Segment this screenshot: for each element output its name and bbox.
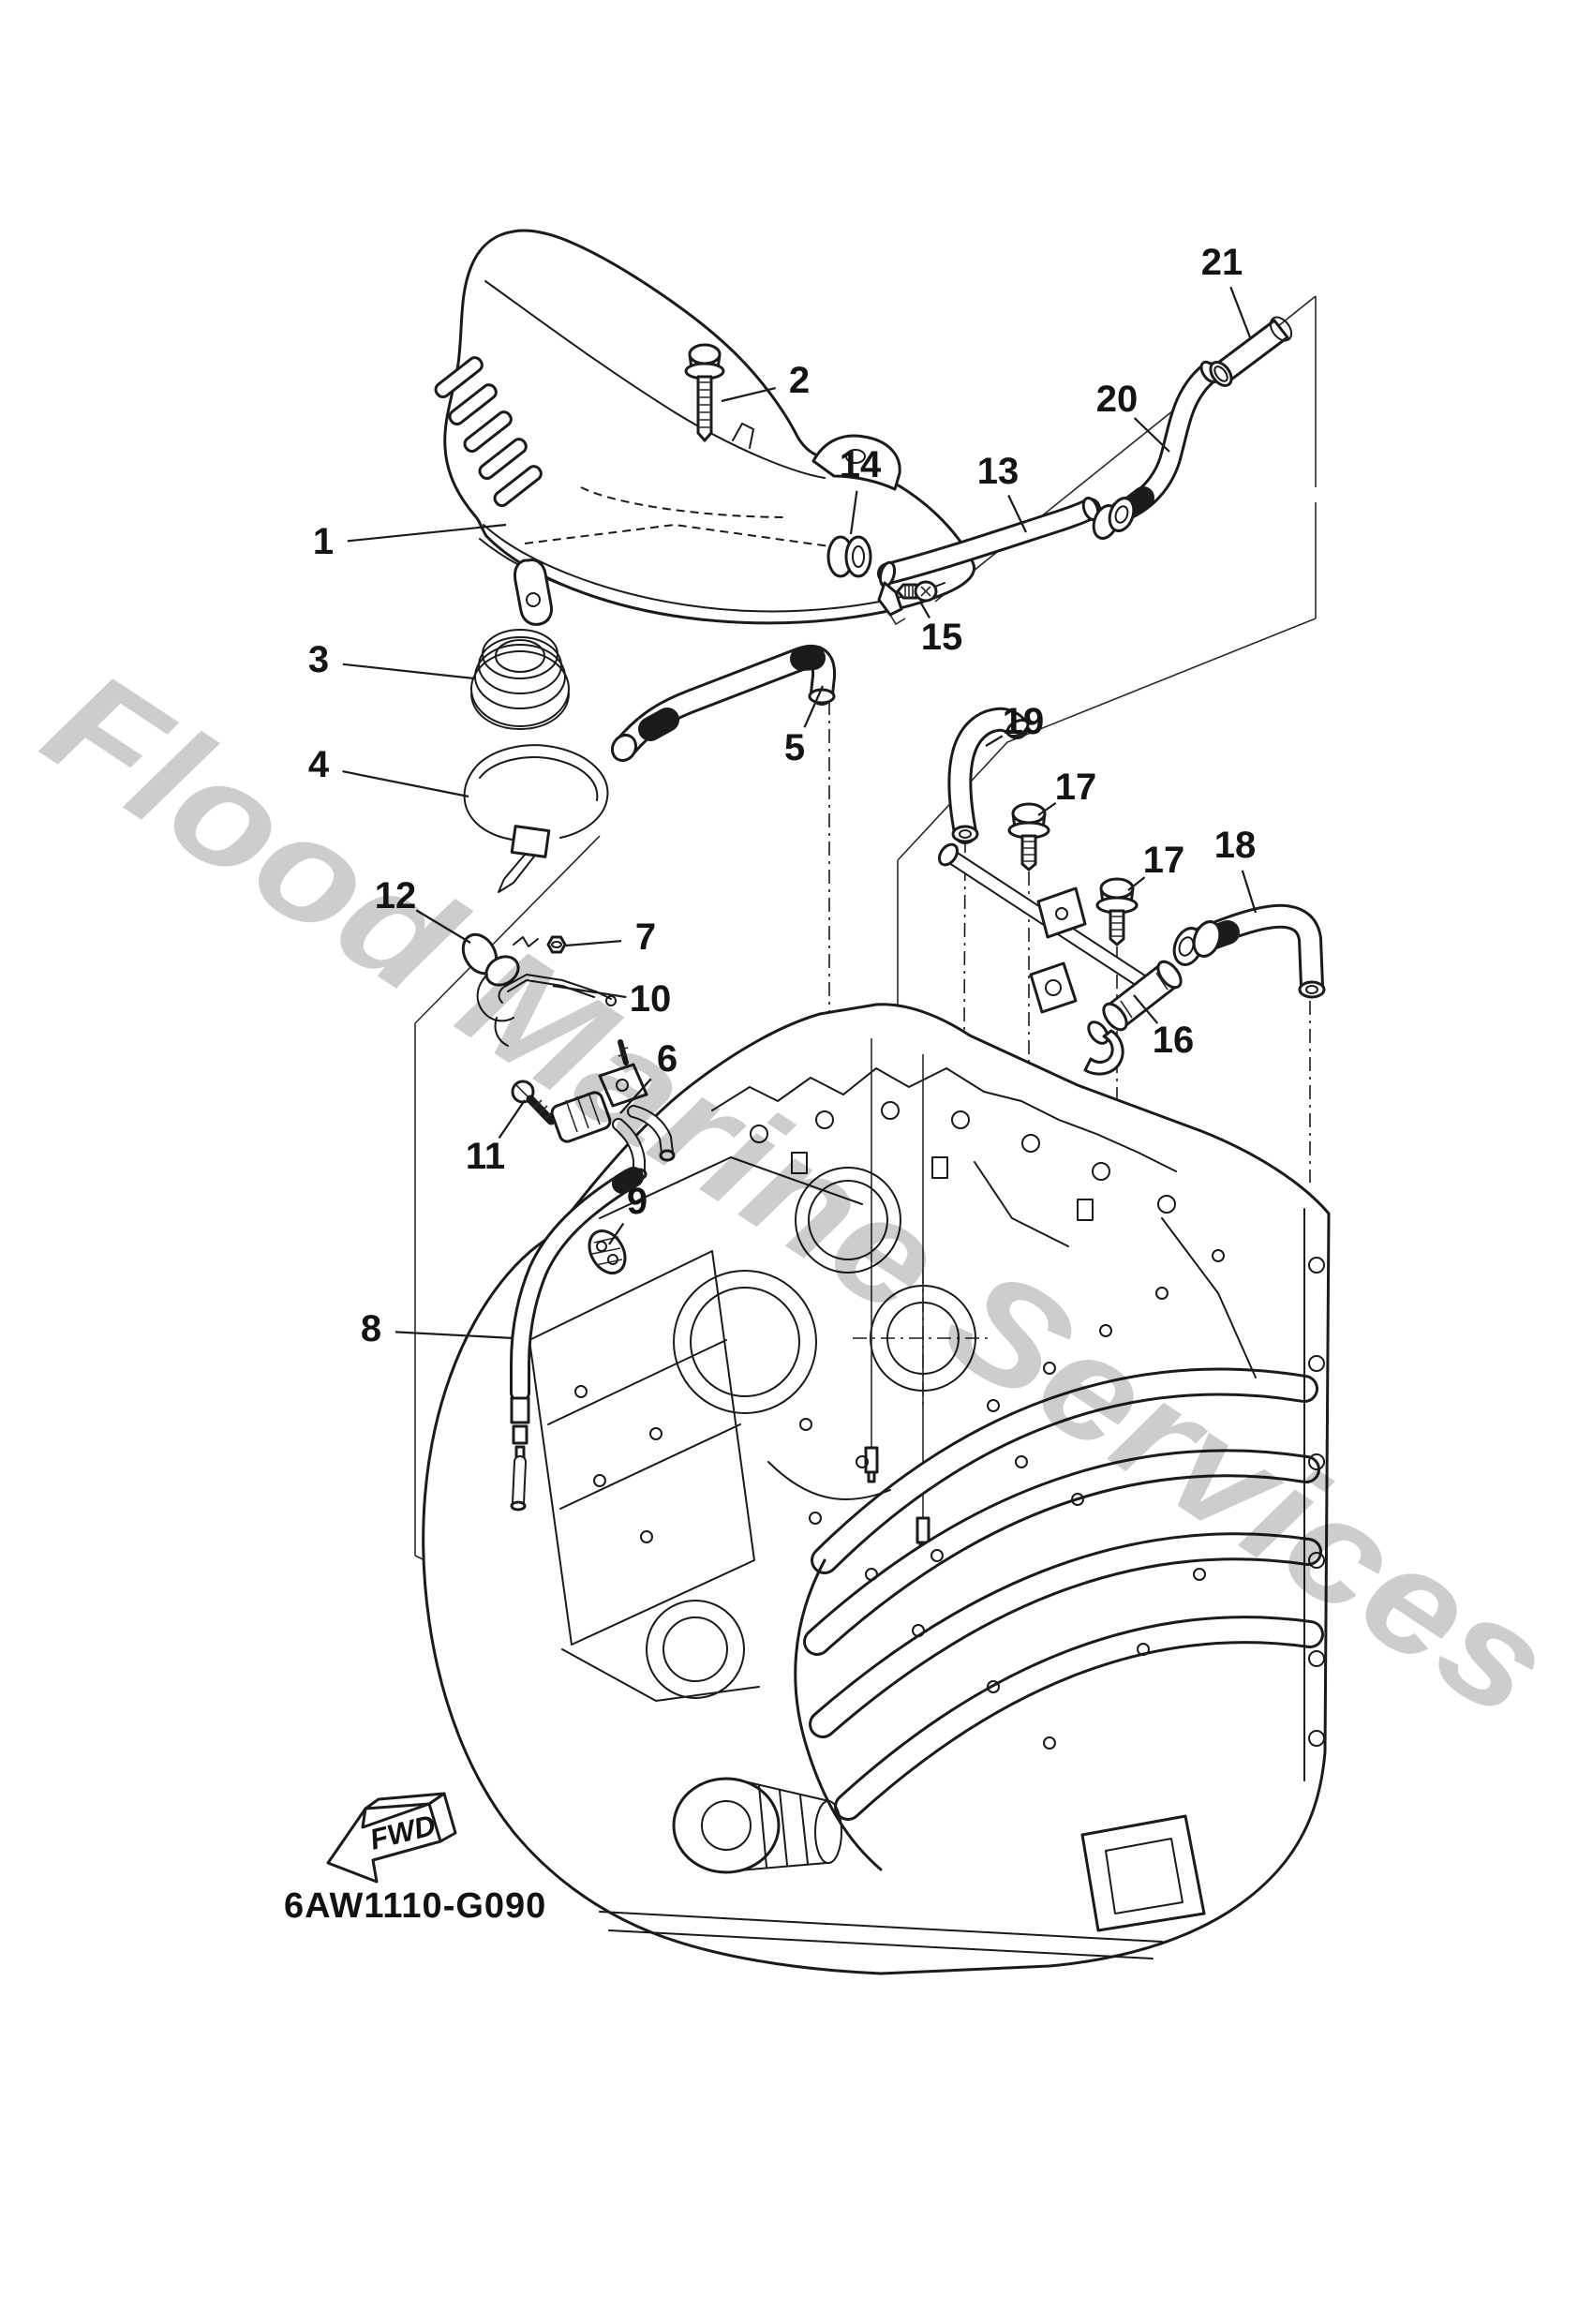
- grommet-9: [588, 1229, 627, 1274]
- callout-15: 15: [920, 617, 963, 658]
- leader-line-21: [1229, 286, 1252, 338]
- leader-line-16: [1133, 994, 1159, 1024]
- leader-line-11: [498, 1099, 526, 1140]
- bolt-17a: [1007, 802, 1050, 872]
- callout-2: 2: [788, 360, 811, 401]
- callout-20: 20: [1095, 379, 1139, 420]
- leader-line-10: [552, 984, 627, 999]
- leader-line-15: [919, 601, 930, 619]
- callout-21: 21: [1200, 242, 1243, 283]
- callout-1: 1: [312, 521, 335, 562]
- callout-6: 6: [656, 1038, 678, 1080]
- callout-13: 13: [976, 451, 1020, 492]
- leader-line-3: [342, 663, 475, 680]
- callout-7: 7: [634, 916, 657, 958]
- callout-5: 5: [783, 727, 806, 768]
- hose-19: [947, 707, 1030, 844]
- leader-line-6: [619, 1078, 652, 1114]
- leader-line-17: [1127, 876, 1146, 891]
- leader-line-12: [415, 909, 471, 944]
- leader-line-14: [849, 490, 858, 535]
- nut-7: [546, 935, 567, 954]
- leader-line-17: [1037, 802, 1057, 816]
- leader-line-7: [565, 940, 622, 947]
- hose-8: [510, 1167, 644, 1512]
- seal-coil-3: [470, 629, 570, 730]
- callout-12: 12: [374, 875, 417, 916]
- callout-8: 8: [360, 1308, 382, 1349]
- clamp-band-4: [463, 744, 609, 893]
- hose-18: [1172, 903, 1326, 999]
- leader-line-1: [347, 523, 507, 543]
- callout-4: 4: [307, 744, 330, 785]
- leader-line-4: [342, 770, 469, 798]
- leader-line-5: [803, 685, 825, 728]
- callout-leader-lines: [342, 286, 1258, 1340]
- screw-11: [511, 1080, 556, 1125]
- clip-12: [461, 932, 539, 1047]
- leader-line-20: [1133, 417, 1170, 453]
- drawing-code: 6AW1110-G090: [284, 1886, 546, 1926]
- grommet-14: [826, 535, 872, 578]
- fwd-label: FWD: [366, 1809, 439, 1856]
- callout-19: 19: [1002, 701, 1045, 742]
- callout-3: 3: [307, 639, 330, 680]
- fwd-arrow: FWD: [326, 1792, 457, 1884]
- coupler-16: [1083, 960, 1183, 1076]
- leader-line-18: [1241, 870, 1258, 914]
- callout-11: 11: [465, 1136, 506, 1177]
- callout-10: 10: [629, 978, 672, 1020]
- sensor-6: [550, 1039, 676, 1181]
- intake-runners: [794, 1367, 1324, 1871]
- screw-15: [896, 580, 938, 603]
- callout-18: 18: [1213, 825, 1257, 866]
- leader-line-2: [721, 387, 776, 403]
- callout-14: 14: [839, 444, 882, 485]
- cover-vent-slats: [434, 356, 543, 508]
- engine-block-drawing: [422, 1003, 1331, 1975]
- leader-line-9: [608, 1222, 625, 1245]
- callout-17: 17: [1054, 767, 1097, 808]
- bolt-17b: [1095, 877, 1139, 946]
- leader-line-19: [985, 735, 1004, 747]
- callout-16: 16: [1152, 1020, 1195, 1061]
- bolt-2: [684, 343, 725, 442]
- callout-17: 17: [1142, 840, 1185, 881]
- leader-line-13: [1007, 495, 1027, 533]
- leader-line-8: [394, 1331, 514, 1340]
- callout-9: 9: [626, 1181, 648, 1222]
- pipe-21: [1209, 316, 1293, 387]
- vent-pipe-assembly: [937, 842, 1165, 1014]
